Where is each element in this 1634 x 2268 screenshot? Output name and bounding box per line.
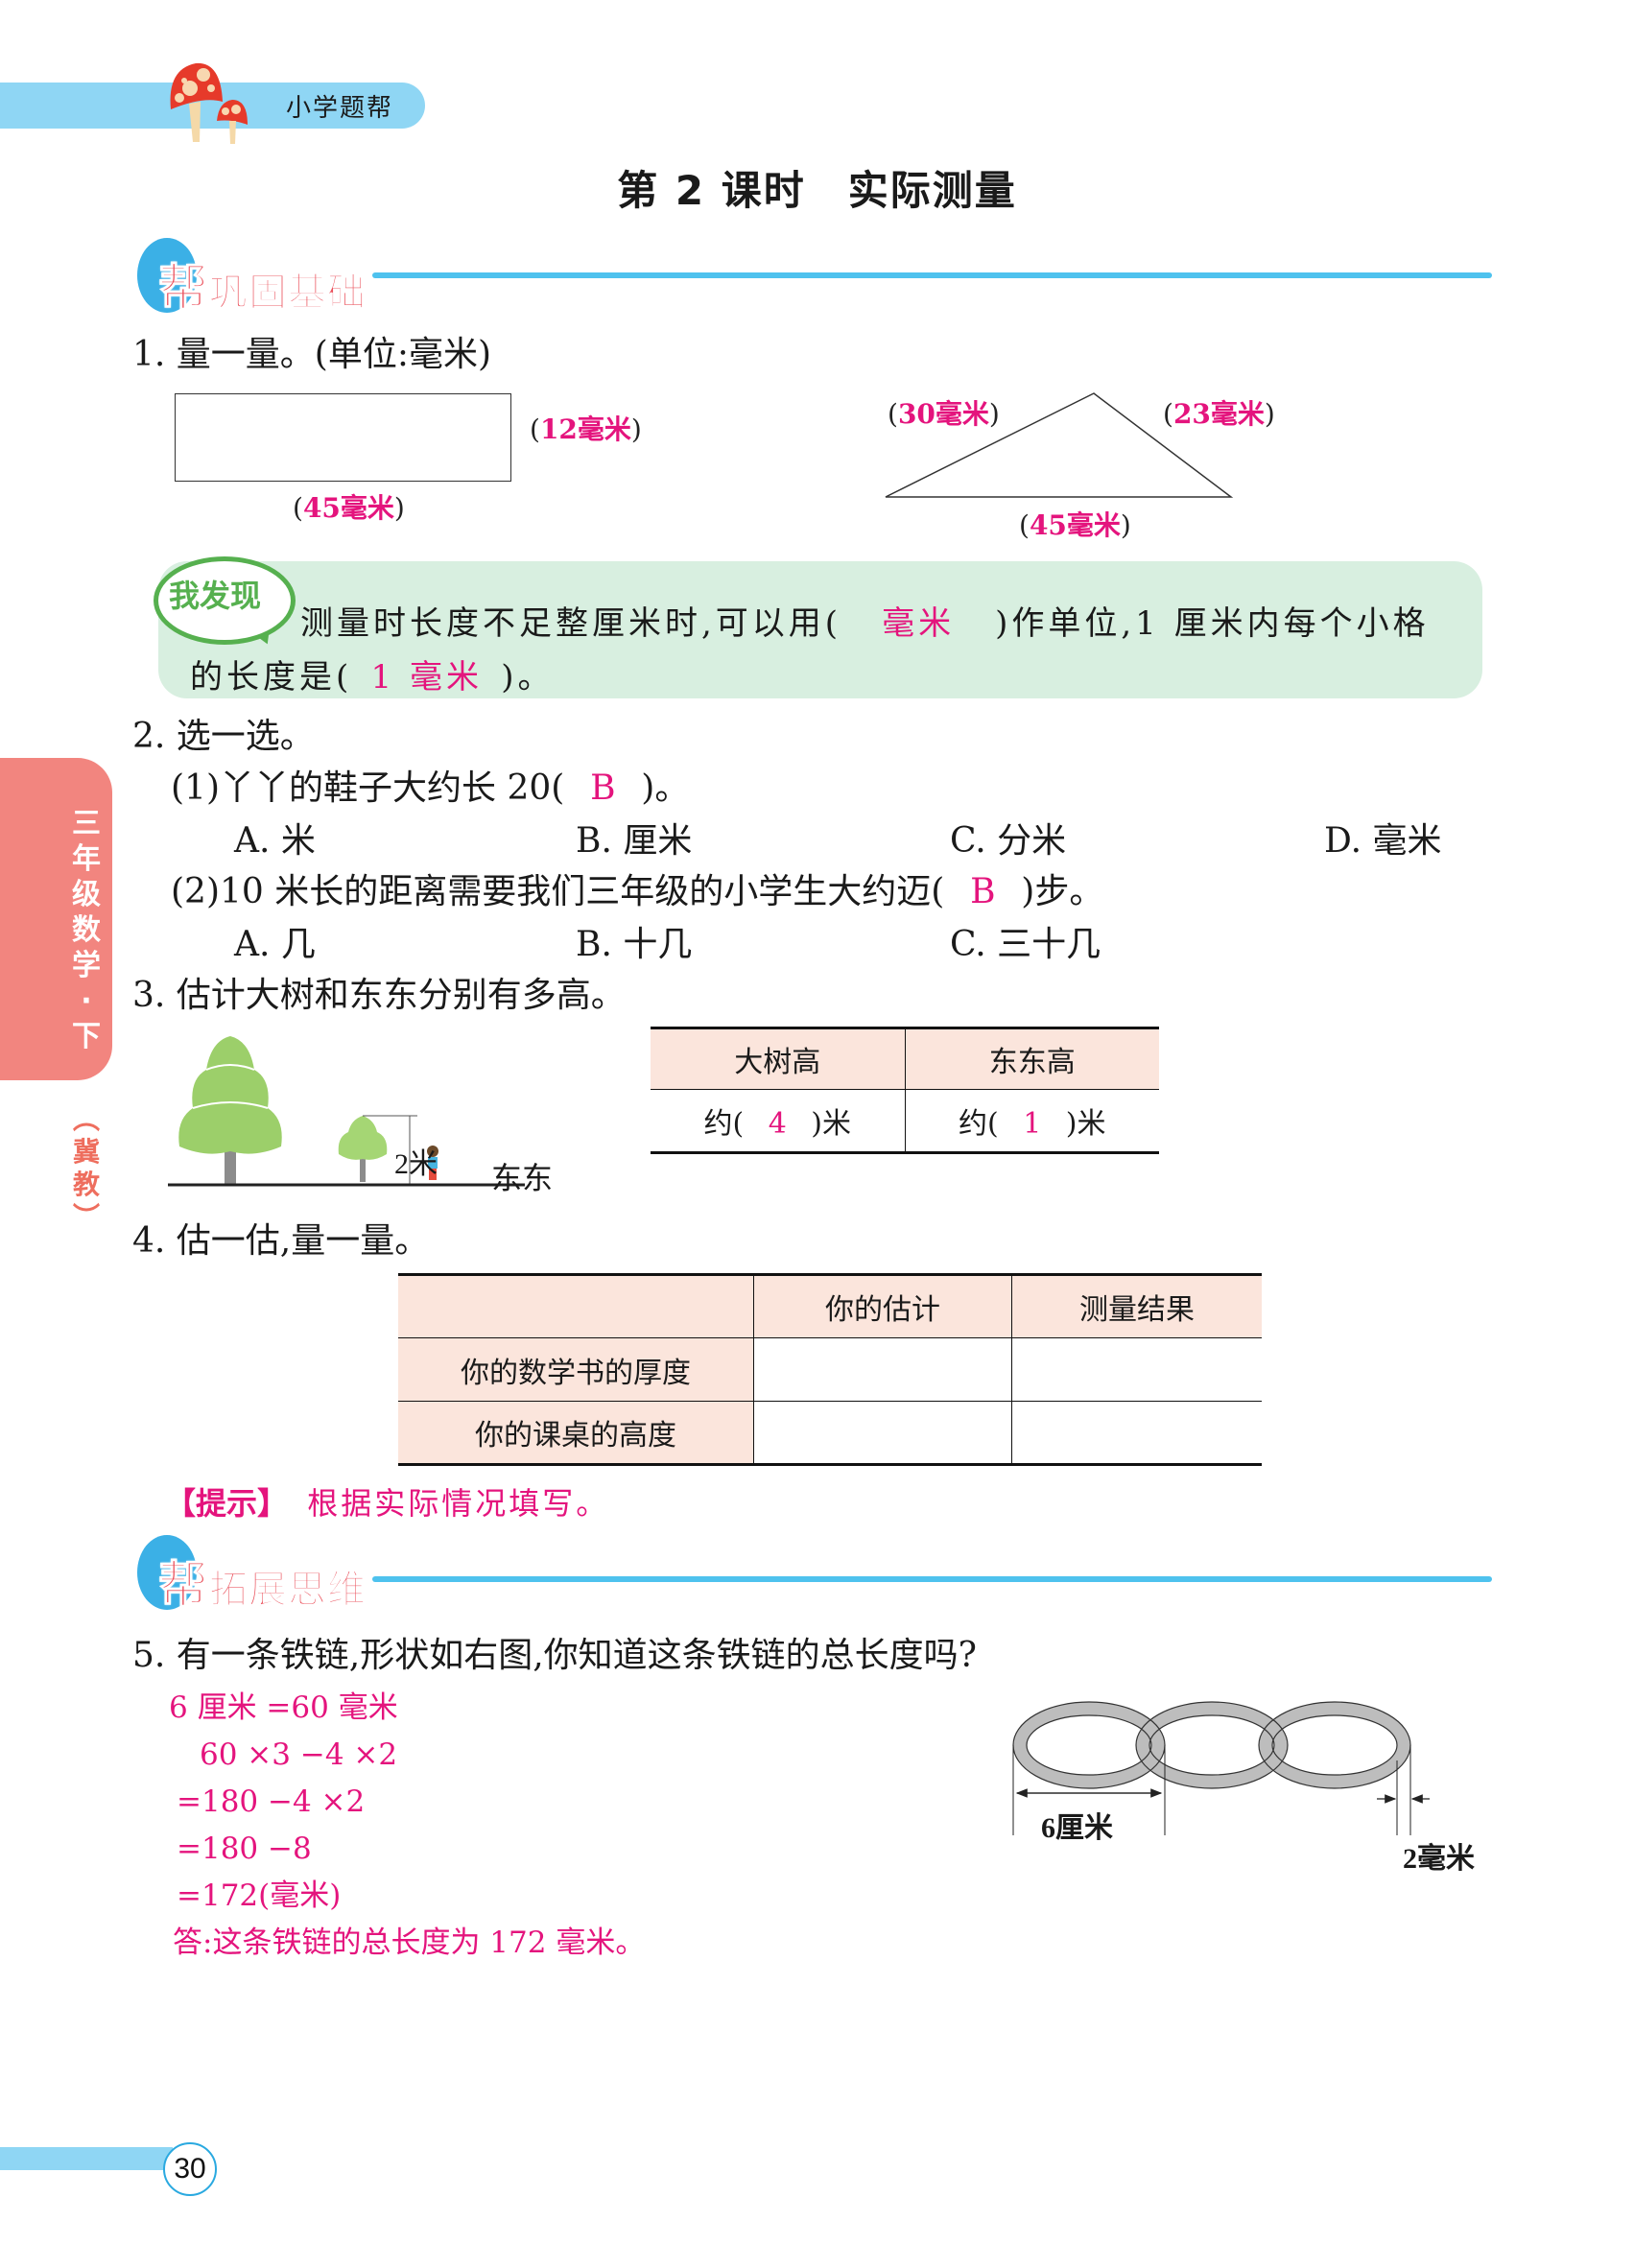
- rectangle-figure: [175, 393, 511, 482]
- q4-table: 你的估计 测量结果 你的数学书的厚度 你的课桌的高度: [398, 1273, 1262, 1466]
- q3-table: 大树高 东东高 约(4)米 约(1)米: [651, 1027, 1159, 1154]
- page-title: 第 2 课时 实际测量: [617, 167, 1017, 214]
- triangle-left-label: (30毫米): [888, 398, 1000, 430]
- side-tab-edition: ︵冀教︶: [72, 1103, 100, 1233]
- section-c-icon: [137, 238, 197, 313]
- small-tree-height-label: 2米: [394, 1148, 438, 1180]
- discover-line-2: 的长度是(1 毫米)。: [190, 658, 555, 697]
- q5-solution: 6 厘米 =60 毫米 60 ×3 −4 ×2 =180 −4 ×2 =180 …: [169, 1685, 645, 1967]
- q3-cell-tree: 约(4)米: [651, 1089, 906, 1153]
- discover-line-1: 测量时长度不足整厘米时,可以用(毫米)作单位,1 厘米内每个小格: [300, 604, 1430, 643]
- section-divider: [372, 272, 1492, 278]
- rect-width-label: (45毫米): [293, 492, 405, 524]
- q4-prompt: 4. 估一估,量一量。: [132, 1221, 430, 1261]
- section-divider: [372, 1576, 1492, 1582]
- discover-badge: 我发现: [169, 578, 262, 614]
- q4-result-input[interactable]: [1011, 1337, 1262, 1402]
- q4-header-blank: [398, 1274, 754, 1338]
- section-heading-extend: 帮拓展思维: [157, 1557, 367, 1616]
- q2-sub2: (2)10 米长的距离需要我们三年级的小学生大约迈(B)步。: [171, 872, 1104, 911]
- q1-prompt: 1. 量一量。(单位:毫米): [132, 335, 492, 374]
- solution-line: =180 −4 ×2: [177, 1784, 366, 1819]
- triangle-figure: [885, 392, 1234, 498]
- triangle-base-label: (45毫米): [1019, 509, 1131, 541]
- person-label: 东东: [491, 1160, 554, 1196]
- triangle-right-label: (23毫米): [1163, 398, 1275, 430]
- solution-answer: 答:这条铁链的总长度为 172 毫米。: [173, 1925, 646, 1960]
- q2-sub1-option-a: A. 米: [234, 821, 316, 861]
- rect-height-label: (12毫米): [530, 413, 642, 445]
- solution-line: =180 −8: [177, 1831, 312, 1866]
- q2-prompt: 2. 选一选。: [132, 717, 315, 756]
- chain-length-label: 6厘米: [1041, 1812, 1113, 1844]
- discover-box: [158, 561, 1482, 698]
- q5-prompt: 5. 有一条铁链,形状如右图,你知道这条铁链的总长度吗?: [132, 1636, 977, 1675]
- q4-header-estimate: 你的估计: [753, 1274, 1012, 1338]
- mushroom-icon: [170, 62, 248, 144]
- q4-hint: 【提示】 根据实际情况填写。: [165, 1485, 610, 1522]
- q3-prompt: 3. 估计大树和东东分别有多高。: [132, 976, 626, 1015]
- brand-label: 小学题帮: [286, 94, 394, 123]
- side-tab: [0, 758, 112, 1080]
- q3-header-person: 东东高: [905, 1028, 1159, 1090]
- q4-row-label: 你的课桌的高度: [398, 1401, 754, 1465]
- q2-sub1-option-c: C. 分米: [950, 821, 1067, 861]
- section-c-icon: [137, 1535, 197, 1610]
- section-heading-basic: 帮巩固基础: [157, 260, 367, 319]
- q2-sub1-option-b: B. 厘米: [576, 821, 693, 861]
- side-tab-grade: 三年级数学·下: [72, 807, 101, 1053]
- q2-sub1-option-d: D. 毫米: [1324, 821, 1442, 861]
- discover-badge-bubble: [154, 556, 296, 645]
- q2-sub2-option-a: A. 几: [234, 925, 316, 964]
- chain-figure: [1012, 1701, 1430, 1835]
- q4-result-input[interactable]: [1012, 1402, 1263, 1465]
- tree-person-figure: [168, 1036, 525, 1187]
- q2-sub2-option-c: C. 三十几: [950, 925, 1101, 964]
- q2-sub2-option-b: B. 十几: [576, 925, 693, 964]
- solution-line: =172(毫米): [177, 1878, 342, 1913]
- solution-line: 6 厘米 =60 毫米: [169, 1690, 398, 1725]
- q4-estimate-input[interactable]: [753, 1337, 1012, 1402]
- q4-row-label: 你的数学书的厚度: [398, 1337, 754, 1402]
- chain-thickness-label: 2毫米: [1403, 1843, 1475, 1875]
- page-number: 30: [163, 2142, 217, 2196]
- q3-header-tree: 大树高: [651, 1028, 906, 1090]
- q3-cell-person: 约(1)米: [959, 1107, 1106, 1141]
- q2-sub1: (1)丫丫的鞋子大约长 20(B)。: [171, 768, 690, 808]
- footer-bar: [0, 2147, 173, 2170]
- q4-header-result: 测量结果: [1011, 1274, 1262, 1338]
- solution-line: 60 ×3 −4 ×2: [200, 1737, 398, 1772]
- q4-estimate-input[interactable]: [753, 1401, 1012, 1465]
